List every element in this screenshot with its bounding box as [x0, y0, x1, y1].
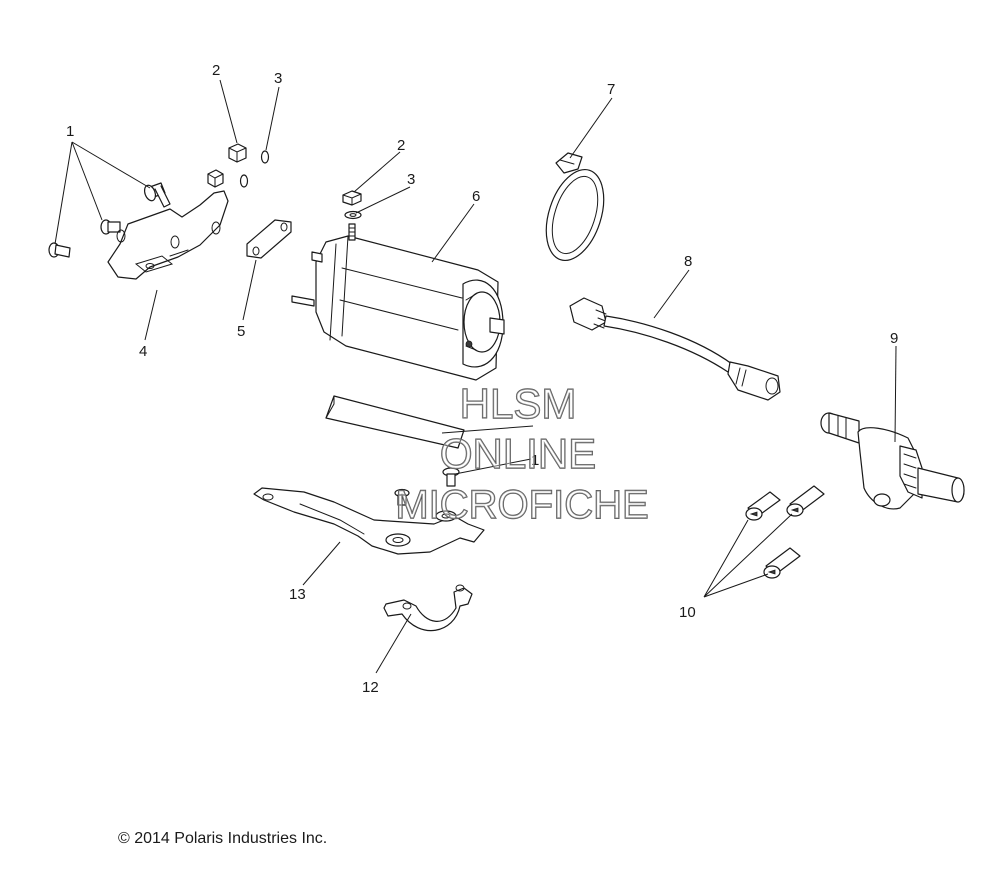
hose-clamp-part-7[interactable]	[536, 152, 615, 268]
nut-part-2-c[interactable]	[342, 190, 362, 206]
watermark: HLSM ONLINE MICROFICHE	[395, 379, 650, 527]
cable-part-8[interactable]	[569, 297, 781, 401]
screw-part-10-c[interactable]	[763, 547, 801, 579]
rivet-part-1-lower[interactable]	[442, 467, 460, 487]
insulator-sheet[interactable]	[325, 395, 465, 449]
callout-2-motor: 2	[397, 137, 405, 154]
callout-5: 5	[237, 323, 245, 340]
washer-part-3-a[interactable]	[260, 150, 270, 164]
callout-12: 12	[362, 679, 379, 696]
callout-9: 9	[890, 330, 898, 347]
rivet-part-1-top[interactable]	[143, 182, 171, 208]
plate-part-5[interactable]	[246, 219, 292, 259]
washer-part-3-b[interactable]	[239, 174, 249, 188]
nut-part-2-b[interactable]	[207, 169, 224, 188]
callout-10: 10	[679, 604, 696, 621]
washer-part-3-c[interactable]	[344, 210, 362, 220]
callout-3-upper-left: 3	[274, 70, 282, 87]
clamp-part-12[interactable]	[383, 584, 473, 632]
callouts: 1 2 3 2 3 4 5 6 7 8 9 1 10 12 13	[66, 62, 898, 696]
leader-lines	[54, 79, 897, 674]
bracket-part-4[interactable]	[107, 190, 229, 280]
callout-8: 8	[684, 253, 692, 270]
callout-13: 13	[289, 586, 306, 603]
screw-part-10-a[interactable]	[745, 491, 781, 521]
copyright-text: © 2014 Polaris Industries Inc.	[118, 830, 327, 847]
screw-part-10-b[interactable]	[786, 485, 825, 517]
callout-2-upper-left: 2	[212, 62, 220, 79]
callout-7: 7	[607, 81, 615, 98]
watermark-line-3: MICROFICHE	[395, 483, 648, 527]
watermark-line-2: ONLINE	[440, 430, 596, 477]
starter-motor-part-6[interactable]	[291, 223, 505, 381]
callout-4: 4	[139, 343, 147, 360]
watermark-line-1: HLSM	[460, 380, 577, 427]
callout-3-motor: 3	[407, 171, 415, 188]
bracket-part-13[interactable]	[253, 487, 485, 555]
rivet-part-1-middle[interactable]	[100, 219, 121, 235]
callout-1-lower: 1	[531, 452, 539, 469]
callout-1-upper: 1	[66, 123, 74, 140]
rivet-part-1-bottom[interactable]	[48, 242, 71, 258]
callout-6: 6	[472, 188, 480, 205]
nut-part-2-a[interactable]	[228, 143, 247, 163]
starter-drive-part-9[interactable]	[820, 412, 965, 510]
rivet-lower-2[interactable]	[394, 488, 410, 506]
